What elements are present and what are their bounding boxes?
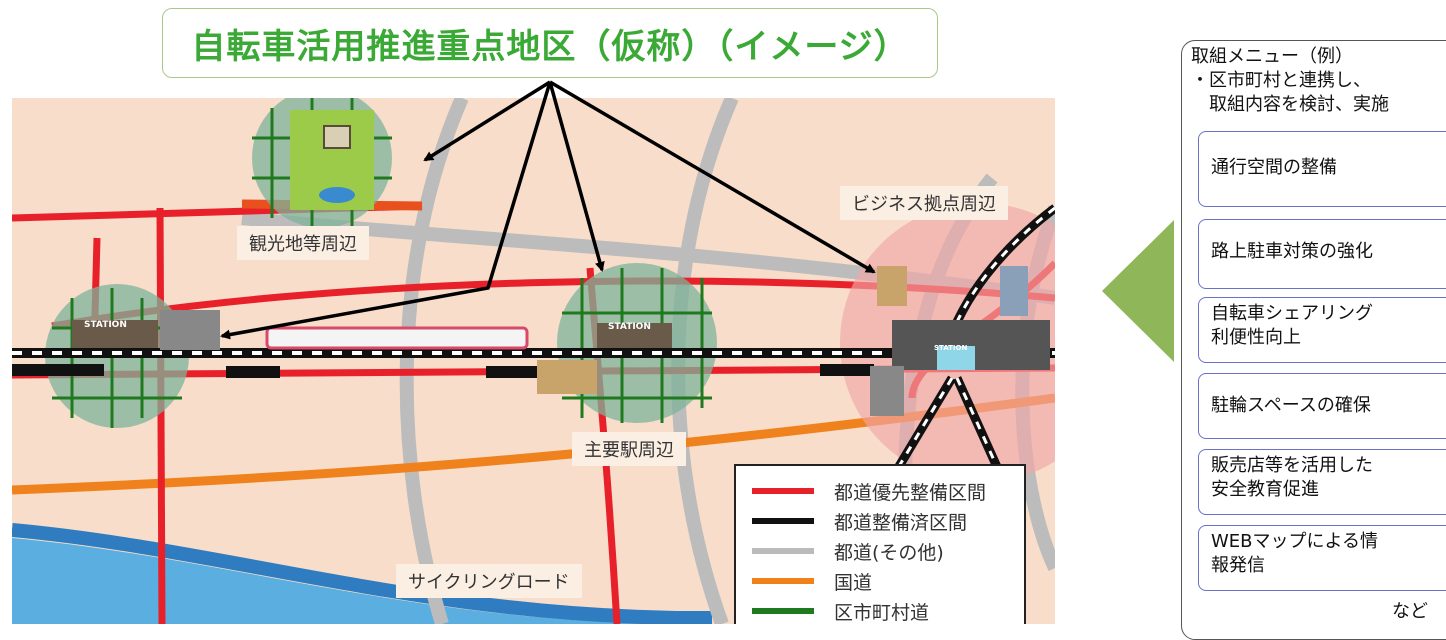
title-box: 自転車活用推進重点地区（仮称）（イメージ） xyxy=(162,8,938,78)
page-title: 自転車活用推進重点地区（仮称）（イメージ） xyxy=(191,26,909,67)
menu-etc: など xyxy=(1392,601,1428,622)
menu-item-label: 販売店等を活用した xyxy=(1211,455,1373,476)
river-bank xyxy=(12,523,713,624)
menu-item-sharing[interactable]: 自転車シェアリング 利便性向上 xyxy=(1198,297,1446,363)
menu-item-parking[interactable]: 路上駐車対策の強化 xyxy=(1198,219,1446,289)
train xyxy=(265,326,529,350)
menu-heading: 取組メニュー（例） ・区市町村と連携し、 取組内容を検討、実施 xyxy=(1191,45,1389,117)
menu-heading-line: 取組メニュー（例） xyxy=(1191,46,1353,67)
temple xyxy=(323,125,351,149)
legend-label: 都道優先整備区間 xyxy=(834,481,987,504)
menu-item-label: 駐輪スペースの確保 xyxy=(1211,395,1371,416)
menu-item-label: WEBマップによる情 xyxy=(1211,531,1378,552)
legend-row: 国道 xyxy=(752,566,1024,596)
legend-swatch-other xyxy=(752,548,814,554)
menu-item-label: 自転車シェアリング xyxy=(1211,303,1373,324)
legend-label: 国道 xyxy=(834,571,873,594)
menu-item-label: 路上駐車対策の強化 xyxy=(1211,241,1373,262)
menu-item-label: 報発信 xyxy=(1211,555,1265,576)
legend-row: 都道整備済区間 xyxy=(752,506,1024,536)
menu-item-label: 安全教育促進 xyxy=(1211,479,1319,500)
menu-heading-line: ・区市町村と連携し、 xyxy=(1191,70,1371,91)
district-map: STATION STATION STATION 観光地等周辺 ビジネス拠点周辺 … xyxy=(12,98,1055,624)
menu-item-passage[interactable]: 通行空間の整備 xyxy=(1198,131,1446,207)
station-sign-left: STATION xyxy=(84,320,127,330)
menu-item-bike-space[interactable]: 駐輪スペースの確保 xyxy=(1198,373,1446,439)
legend: 都道優先整備区間 都道整備済区間 都道(その他) 国道 区市町村道 xyxy=(734,464,1026,624)
menu-heading-line: 取組内容を検討、実施 xyxy=(1191,94,1389,115)
pointer-triangle xyxy=(1102,220,1174,362)
legend-swatch-priority xyxy=(752,488,814,494)
legend-label: 都道整備済区間 xyxy=(834,511,968,534)
action-menu: 取組メニュー（例） ・区市町村と連携し、 取組内容を検討、実施 通行空間の整備 … xyxy=(1181,40,1446,640)
legend-swatch-municipal xyxy=(752,608,814,614)
label-business: ビジネス拠点周辺 xyxy=(840,186,1008,220)
legend-swatch-national xyxy=(752,578,814,584)
station-sign-right: STATION xyxy=(934,344,968,352)
legend-label: 都道(その他) xyxy=(834,541,944,564)
legend-row: 区市町村道 xyxy=(752,596,1024,624)
river xyxy=(12,538,712,624)
menu-item-label: 利便性向上 xyxy=(1211,327,1301,348)
label-cycling-road: サイクリングロード xyxy=(396,564,582,598)
label-tourist: 観光地等周辺 xyxy=(237,226,369,260)
buildings xyxy=(72,266,1050,416)
station-sign-center: STATION xyxy=(608,322,651,332)
completed-sections xyxy=(12,364,874,378)
label-station: 主要駅周辺 xyxy=(572,432,686,466)
legend-swatch-completed xyxy=(752,518,814,524)
menu-item-web-map[interactable]: WEBマップによる情 報発信 xyxy=(1198,525,1446,591)
temple-pond xyxy=(319,187,355,203)
menu-item-safety-education[interactable]: 販売店等を活用した 安全教育促進 xyxy=(1198,449,1446,515)
legend-label: 区市町村道 xyxy=(834,601,930,624)
legend-row: 都道優先整備区間 xyxy=(752,476,1024,506)
menu-item-label: 通行空間の整備 xyxy=(1211,157,1337,178)
legend-row: 都道(その他) xyxy=(752,536,1024,566)
